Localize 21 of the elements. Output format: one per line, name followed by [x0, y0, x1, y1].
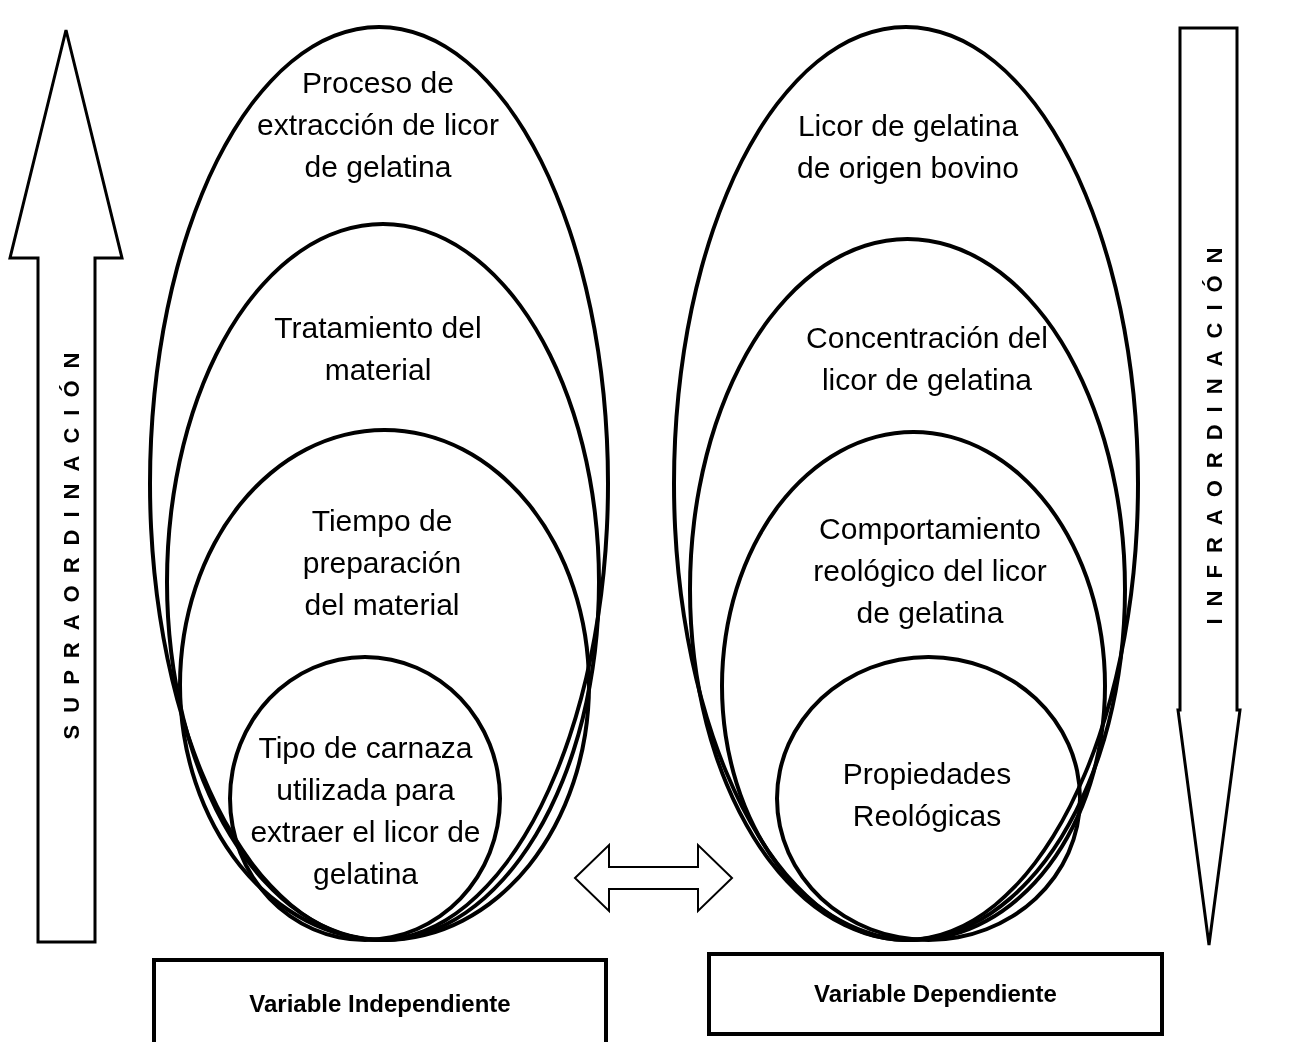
vertical-label: INFRAORDINACIÓN	[1201, 235, 1227, 625]
ellipse-node	[688, 237, 1127, 942]
node-text: Tipo de carnaza utilizada para extraer el licor de gelatina	[249, 730, 482, 892]
node-text: Tiempo de preparación del material	[301, 503, 463, 623]
node-text: Licor de gelatina de origen bovino	[796, 108, 1020, 186]
ellipse-node	[775, 655, 1082, 942]
double-arrow	[573, 842, 734, 914]
vertical-label: SUPRAORDINACIÓN	[58, 340, 85, 740]
ellipse-node	[228, 655, 502, 942]
ellipse-node	[178, 428, 591, 942]
node-text: Propiedades Reológicas	[841, 756, 1013, 834]
node-text: Comportamiento reológico del licor de gelatina	[812, 511, 1048, 631]
ellipse-node	[165, 222, 601, 942]
node-text: Proceso de extracción de licor de gelatina	[256, 65, 500, 185]
ellipse-node	[672, 25, 1140, 942]
variable-box: Variable Dependiente	[707, 952, 1164, 1036]
ellipse-node	[148, 25, 610, 942]
ellipse-node	[720, 430, 1107, 942]
node-text: Tratamiento del material	[273, 310, 483, 388]
variable-box: Variable Independiente	[152, 958, 608, 1042]
node-text: Concentración del licor de gelatina	[805, 320, 1049, 398]
